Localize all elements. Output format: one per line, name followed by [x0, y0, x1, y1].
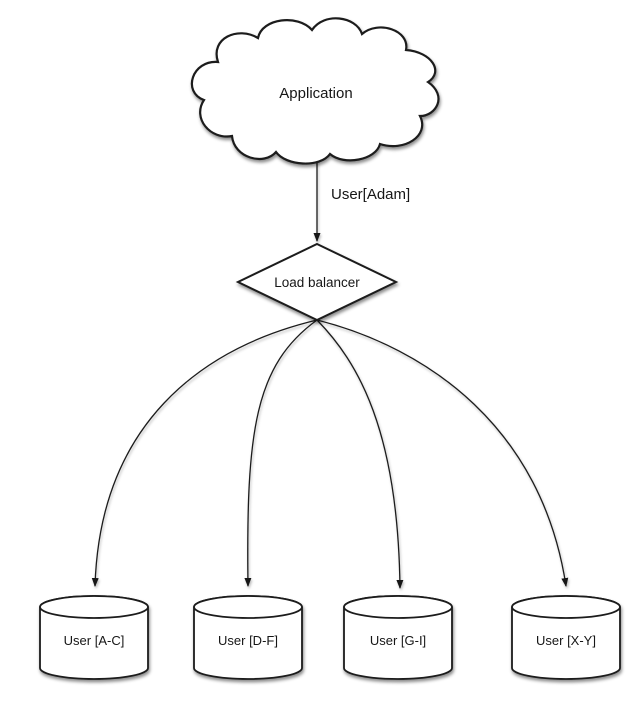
- shard-node-1: User [A-C]: [39, 595, 149, 680]
- shard-node-3: User [G-I]: [343, 595, 453, 680]
- cylinder-top: [343, 595, 453, 619]
- shard-2-label: User [D-F]: [218, 633, 278, 648]
- cloud-shape: [190, 17, 440, 165]
- cylinder-top: [511, 595, 621, 619]
- cylinder-top: [39, 595, 149, 619]
- cylinder-top: [193, 595, 303, 619]
- shard-node-2: User [D-F]: [193, 595, 303, 680]
- load-balancer-node: Load balancer: [235, 242, 399, 322]
- application-label: Application: [279, 85, 352, 102]
- edge-loadbalancer-to-shard-3: [316, 319, 404, 589]
- edge-user-adam-label: User[Adam]: [331, 186, 410, 203]
- shard-node-4: User [X-Y]: [511, 595, 621, 680]
- application-node: Application: [190, 17, 440, 165]
- edge-loadbalancer-to-shard-2: [244, 319, 318, 587]
- shard-1-label: User [A-C]: [64, 633, 125, 648]
- edge-loadbalancer-to-shard-1: [91, 319, 318, 587]
- load-balancer-label: Load balancer: [274, 275, 360, 290]
- shard-3-label: User [G-I]: [370, 633, 426, 648]
- diamond-shape: [235, 242, 399, 322]
- edge-loadbalancer-to-shard-4: [316, 319, 569, 587]
- edges-layer: [91, 152, 569, 589]
- shard-4-label: User [X-Y]: [536, 633, 596, 648]
